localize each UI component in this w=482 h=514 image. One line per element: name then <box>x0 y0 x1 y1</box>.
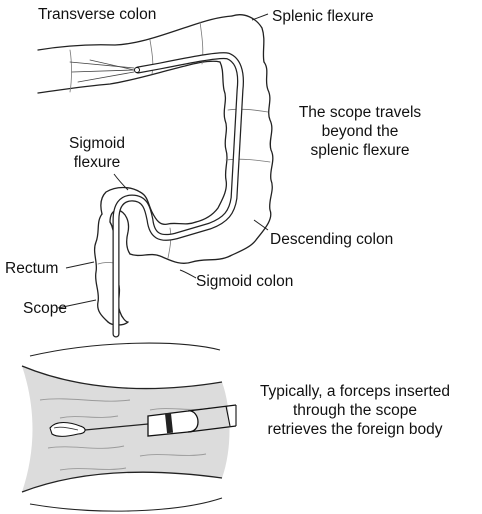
scope-travels-line-1: The scope travels <box>278 103 442 122</box>
forceps-caption-line-3: retrieves the foreign body <box>232 420 478 439</box>
label-splenic-flexure: Splenic flexure <box>272 7 374 26</box>
sigmoid-flexure-line-1: Sigmoid <box>58 134 136 153</box>
label-transverse-colon: Transverse colon <box>38 5 156 24</box>
scope-travels-line-3: splenic flexure <box>278 141 442 160</box>
forceps-caption-line-1: Typically, a forceps inserted <box>232 382 478 401</box>
endoscope <box>70 56 241 334</box>
label-scope-travels: The scope travels beyond the splenic fle… <box>278 103 442 160</box>
label-rectum: Rectum <box>5 259 58 278</box>
scope-travels-line-2: beyond the <box>278 122 442 141</box>
forceps-caption-line-2: through the scope <box>232 401 478 420</box>
sigmoid-colon <box>130 254 230 263</box>
rectum <box>95 214 108 322</box>
sigmoid-flexure-line-2: flexure <box>58 153 136 172</box>
label-sigmoid-colon: Sigmoid colon <box>196 272 293 291</box>
label-sigmoid-flexure: Sigmoid flexure <box>58 134 136 172</box>
label-descending-colon: Descending colon <box>270 230 393 249</box>
label-scope: Scope <box>23 299 67 318</box>
splenic-flexure <box>232 15 264 62</box>
label-forceps-caption: Typically, a forceps inserted through th… <box>232 382 478 439</box>
